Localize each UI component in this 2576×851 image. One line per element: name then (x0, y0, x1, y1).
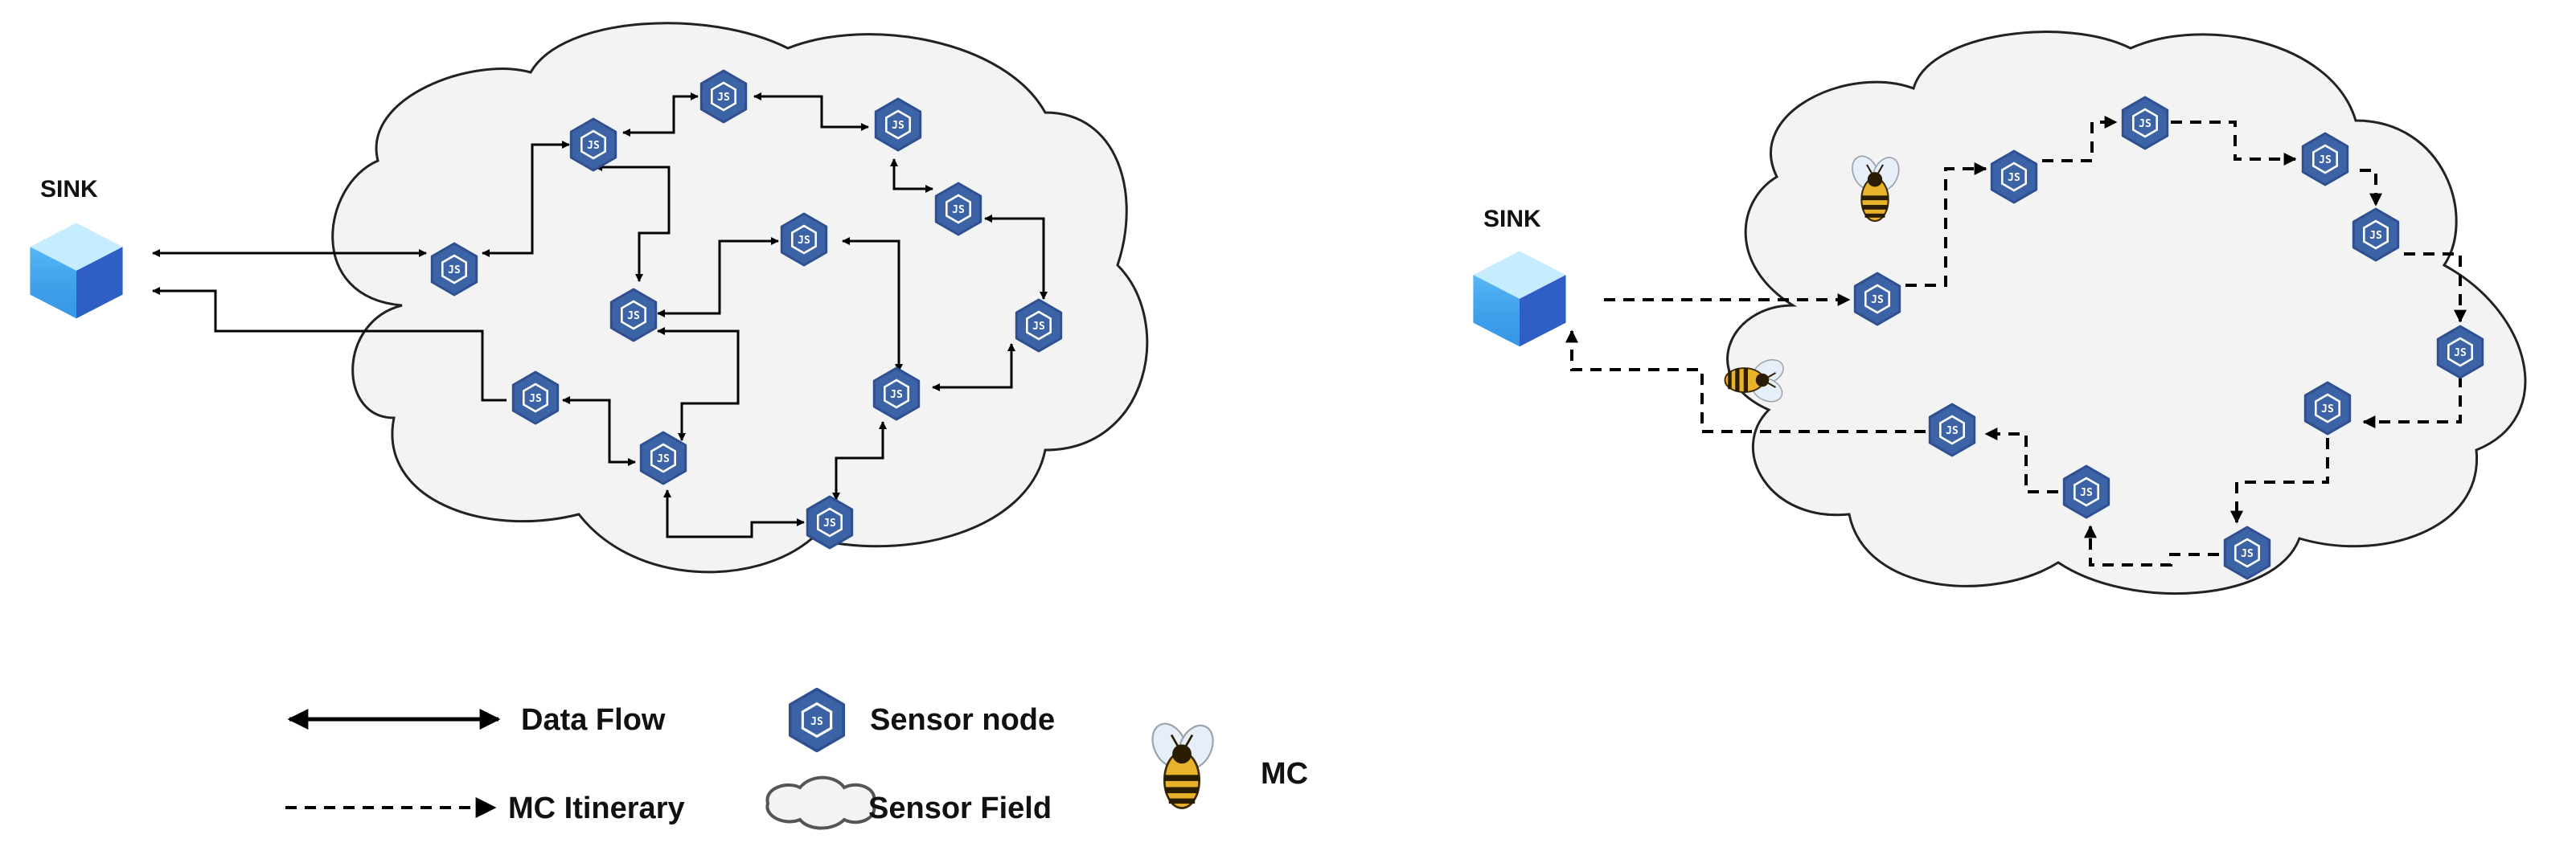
legend: Data Flow MC Itinerary JS Sensor node Se… (285, 687, 1308, 830)
sink-label-left: SINK (40, 176, 98, 203)
sensor-node-glyph: JS (892, 120, 904, 132)
legend-sensor-node-label: Sensor node (870, 703, 1055, 737)
sink-label-right: SINK (1483, 206, 1541, 232)
sensor-node-glyph: JS (2321, 403, 2334, 415)
sensor-node-glyph: JS (890, 389, 903, 401)
sensor-node-glyph: JS (657, 453, 670, 465)
sensor-node-glyph: JS (810, 716, 823, 728)
sensor-node-glyph: JS (1946, 425, 1959, 437)
sensor-node-glyph: JS (2241, 548, 2254, 560)
sensor-node-glyph: JS (823, 518, 836, 530)
data-flow-links (152, 92, 1048, 538)
legend-sensor-field-cloud-icon (765, 775, 876, 830)
legend-mc-label: MC (1261, 757, 1308, 791)
sensor-node-glyph: JS (448, 264, 461, 276)
legend-mc-itinerary-label: MC Itinerary (508, 792, 685, 825)
legend-data-flow-label: Data Flow (521, 703, 666, 737)
sensor-node-glyph: JS (952, 204, 965, 216)
sink-cube-icon (30, 223, 123, 319)
sensor-node-glyph: JS (587, 140, 600, 152)
sensor-node-glyph: JS (1032, 321, 1045, 333)
legend-bee-icon (1144, 717, 1221, 809)
sensor-node-glyph: JS (798, 235, 810, 247)
sensor-node-glyph: JS (717, 92, 730, 104)
sensor-node-glyph: JS (1871, 294, 1884, 306)
sensor-node-glyph: JS (2369, 230, 2382, 242)
sensor-node-glyph: JS (2139, 118, 2151, 130)
sensor-node-glyph: JS (627, 310, 640, 322)
sink-cube-icon (1473, 251, 1566, 347)
mc-itinerary-path (1565, 116, 2467, 567)
sensor-node-glyph: JS (529, 393, 542, 405)
sensor-node-glyph: JS (2080, 487, 2093, 499)
sensor-node-glyph: JS (2008, 172, 2020, 184)
sensor-node-glyph: JS (2454, 347, 2467, 359)
sensor-node-glyph: JS (2319, 154, 2332, 166)
legend-sensor-field-label: Sensor Field (868, 792, 1052, 825)
